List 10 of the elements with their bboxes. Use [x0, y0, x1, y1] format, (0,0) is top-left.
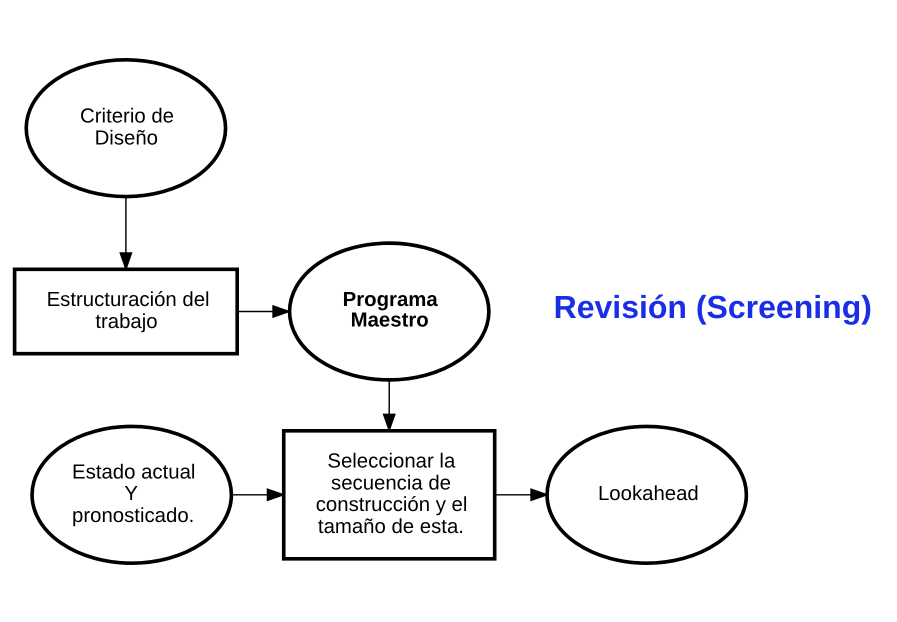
arrow [119, 196, 133, 271]
label: Revisión (Screening) [554, 288, 872, 325]
node-ellipse: Criterio de Diseño [24, 58, 228, 198]
arrow [494, 488, 550, 501]
node-ellipse: Lookahead [545, 424, 748, 564]
node-box: Estructuración del trabajo [12, 267, 239, 355]
node-ellipse: Programa Maestro [288, 240, 491, 382]
arrow [382, 380, 396, 432]
node-box: Seleccionar la secuencia de construcción y el tamaño de esta. [282, 428, 496, 560]
node-ellipse: Estado actual Y pronosticado. [30, 424, 234, 564]
